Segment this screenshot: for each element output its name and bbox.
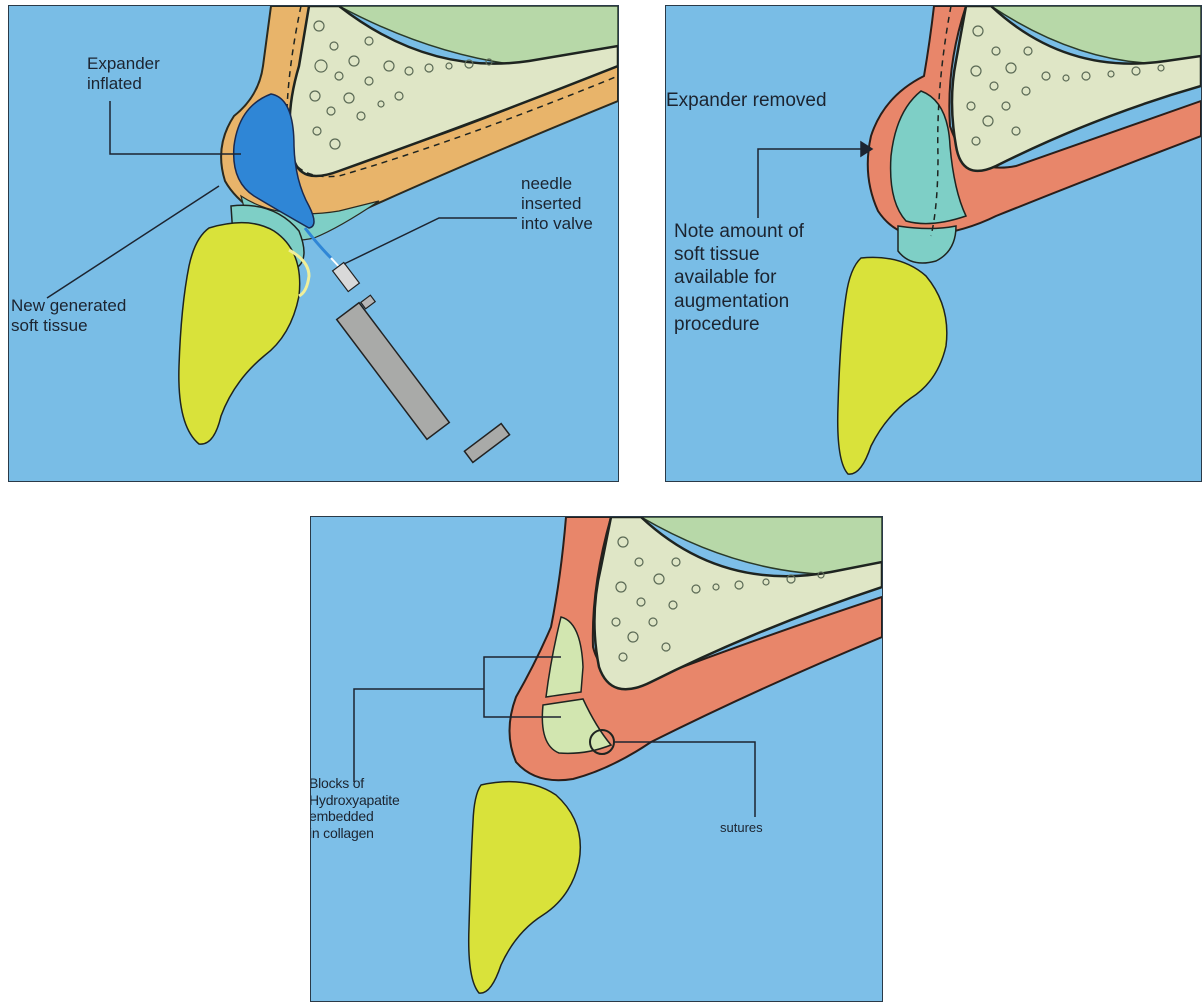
syringe xyxy=(331,258,510,462)
label-new-generated-soft-tissue: New generated soft tissue xyxy=(11,296,126,336)
tooth-crown xyxy=(469,782,581,993)
leader-lines xyxy=(758,142,872,218)
tooth-crown xyxy=(838,257,947,474)
panel-3-drawing xyxy=(311,517,882,1001)
panel-hydroxyapatite-blocks: Blocks of Hydroxyapatite embedded in col… xyxy=(310,516,883,1002)
label-needle-inserted: needle inserted into valve xyxy=(521,174,593,234)
panel-expander-inflated: Expander inflated needle inserted into v… xyxy=(8,5,619,482)
label-sutures: sutures xyxy=(720,820,763,835)
label-note-soft-tissue: Note amount of soft tissue available for… xyxy=(674,220,804,336)
panel-expander-removed: Expander removed Note amount of soft tis… xyxy=(665,5,1202,482)
label-expander-removed: Expander removed xyxy=(666,90,827,112)
tooth-crown xyxy=(179,223,300,444)
label-hydroxyapatite-blocks: Blocks of Hydroxyapatite embedded in col… xyxy=(310,775,400,841)
soft-tissue-lower xyxy=(898,226,956,263)
label-expander-inflated: Expander inflated xyxy=(87,54,160,94)
